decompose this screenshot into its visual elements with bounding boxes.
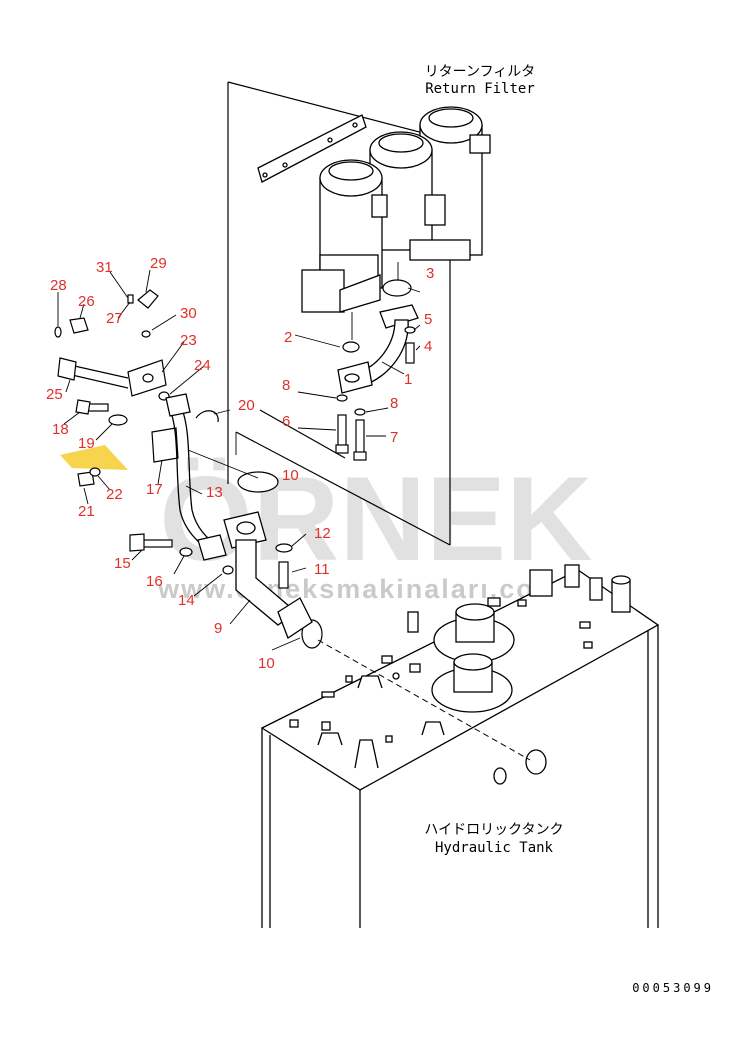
watermark-brand: ÖRNEK [159, 452, 592, 586]
callout-29: 29 [150, 255, 167, 272]
hydraulic-tank-title-jp: ハイドロリックタンク [424, 822, 563, 838]
callout-7: 7 [390, 429, 398, 446]
titles: リターンフィルタ Return Filter ハイドロリックタンク Hydrau… [424, 64, 714, 995]
callout-26: 26 [78, 293, 95, 310]
callout-6: 6 [282, 413, 290, 430]
leader-lines [57, 262, 421, 651]
mounting-bracket [257, 114, 367, 183]
pipe-part-9 [223, 511, 313, 639]
callout-16: 16 [146, 573, 163, 590]
callout-8a: 8 [282, 377, 290, 394]
callout-20: 20 [238, 397, 255, 414]
callout-28: 28 [50, 277, 67, 294]
callout-30: 30 [180, 305, 197, 322]
callout-4: 4 [424, 338, 432, 355]
callout-1: 1 [404, 371, 412, 388]
part-callouts: 1 2 3 4 5 6 7 8 8 9 10 10 11 12 13 14 15… [46, 255, 434, 672]
callout-12: 12 [314, 525, 331, 542]
return-filter-title-jp: リターンフィルタ [425, 64, 536, 80]
callout-10a: 10 [282, 467, 299, 484]
callout-25: 25 [46, 386, 63, 403]
callout-17: 17 [146, 481, 163, 498]
callout-22: 22 [106, 486, 123, 503]
callout-11: 11 [314, 561, 330, 578]
callout-21: 21 [78, 503, 95, 520]
callout-10b: 10 [258, 655, 275, 672]
return-filter-assembly [301, 106, 491, 313]
drawing-code: 00053099 [632, 981, 714, 995]
small-parts-right [237, 279, 416, 649]
dashed-guides [317, 639, 531, 761]
callout-24: 24 [194, 357, 211, 374]
callout-23: 23 [180, 332, 197, 349]
callout-14: 14 [178, 592, 195, 609]
pipe-part-1 [337, 304, 419, 394]
callout-13: 13 [206, 484, 223, 501]
callout-15: 15 [114, 555, 131, 572]
callout-8b: 8 [390, 395, 398, 412]
small-parts-left [54, 289, 234, 575]
callout-31: 31 [96, 259, 113, 276]
callout-27: 27 [106, 310, 123, 327]
callout-19: 19 [78, 435, 95, 452]
return-filter-title-en: Return Filter [425, 81, 535, 97]
watermark-accent-mark [60, 445, 128, 470]
hydraulic-tank [260, 564, 660, 928]
hose-part-13 [165, 393, 227, 561]
callout-2: 2 [284, 329, 292, 346]
callout-18: 18 [52, 421, 69, 438]
callout-3: 3 [426, 265, 434, 282]
hydraulic-tank-title-en: Hydraulic Tank [435, 840, 554, 856]
callout-5: 5 [424, 311, 432, 328]
callout-9: 9 [214, 620, 222, 637]
